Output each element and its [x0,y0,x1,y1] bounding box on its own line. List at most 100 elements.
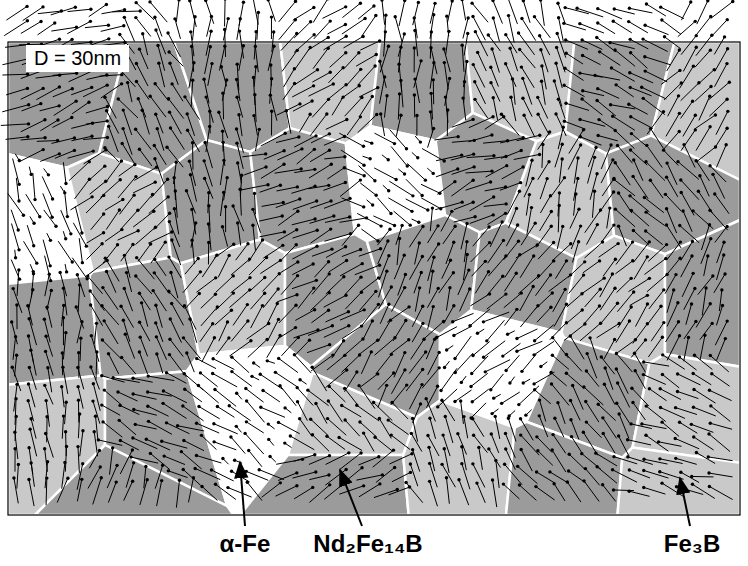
arrow-shaft [167,373,187,384]
arrow-head [73,136,76,139]
arrow-head [193,15,196,18]
arrow-head [403,0,406,2]
arrow-shaft [510,48,517,71]
arrow-head [413,93,416,96]
arrow-shaft [663,355,685,369]
arrow-shaft [78,285,79,312]
arrow-head [466,32,469,35]
arrow-head [429,92,432,95]
arrow-shaft [43,240,50,266]
arrow-shaft [31,350,36,375]
arrow-shaft [473,464,485,488]
arrow-head [504,62,507,65]
arrow-shaft [205,143,212,169]
arrow-shaft [261,164,284,178]
arrow-shaft [156,114,163,133]
arrow-shaft [598,136,618,141]
arrow-shaft [138,244,151,261]
grain-cell [250,128,355,253]
arrow-head [210,62,213,65]
arrow-head [202,78,205,81]
arrow-head [327,47,330,50]
arrow-head [58,73,61,76]
arrow-shaft [684,288,695,309]
arrow-shaft [517,329,537,339]
arrow-shaft [597,467,617,484]
arrow-shaft [603,434,615,454]
arrow-shaft [446,31,449,54]
arrow-shaft [618,307,631,328]
arrow-head [424,178,427,181]
arrow-head [88,178,91,181]
arrow-head [120,142,123,145]
arrow-shaft [246,471,268,480]
grain-cell [8,276,101,385]
arrow-shaft [716,145,726,168]
arrow-shaft [567,482,581,502]
arrow-head [26,135,29,138]
arrow-head [413,46,416,49]
arrow-shaft [633,230,648,244]
arrow-shaft [477,483,485,503]
arrow-shaft [79,238,82,262]
arrow-shaft [214,424,238,434]
arrow-head [576,177,579,180]
arrow-head [460,44,463,47]
arrow-shaft [646,231,663,245]
arrow-shaft [267,303,278,325]
arrow-shaft [549,275,571,292]
arrow-shaft [503,343,521,356]
arrow-shaft [584,387,603,405]
arrow-shaft [263,390,280,402]
arrow-shaft [360,422,376,437]
arrow-head [695,34,698,37]
arrow-shaft [665,258,680,276]
arrow-shaft [312,435,329,452]
arrow-shaft [580,119,605,126]
arrow-shaft [518,466,538,483]
arrow-head [327,184,330,187]
arrow-head [564,102,567,105]
arrow-shaft [87,244,103,260]
arrow-head [630,132,633,135]
arrow-shaft [569,130,584,154]
arrow-shaft [553,289,565,311]
arrow-head [148,94,151,97]
arrow-shaft [103,422,122,437]
arrow-head [593,74,596,77]
arrow-shaft [452,167,475,175]
arrow-head [294,18,297,21]
arrow-shaft [329,85,346,99]
arrow-shaft [327,25,345,34]
grain-cell [174,42,290,152]
arrow-shaft [313,48,328,68]
arrow-shaft [487,276,503,295]
arrow-shaft [644,362,669,366]
arrow-head [511,77,514,80]
arrow-head [254,65,257,68]
arrow-shaft [538,162,549,180]
arrow-head [490,133,493,136]
arrow-shaft [695,50,710,67]
arrow-shaft [454,217,475,222]
arrow-shaft [38,23,55,35]
arrow-head [429,110,432,113]
arrow-shaft [26,194,40,216]
arrow-shaft [237,97,243,117]
arrow-shaft [139,194,152,209]
arrow-head [612,178,615,181]
arrow-shaft [309,164,331,178]
arrow-head [264,152,267,155]
arrow-head [538,34,541,37]
arrow-shaft [502,167,523,179]
arrow-shaft [592,191,594,217]
arrow-shaft [70,197,92,210]
arrow-shaft [659,442,682,446]
arrow-shaft [206,1,214,24]
arrow-head [398,92,401,95]
arrow-shaft [122,143,136,165]
arrow-shaft [504,309,516,325]
arrow-shaft [134,409,157,415]
arrow-shaft [409,385,422,410]
arrow-shaft [198,386,218,403]
